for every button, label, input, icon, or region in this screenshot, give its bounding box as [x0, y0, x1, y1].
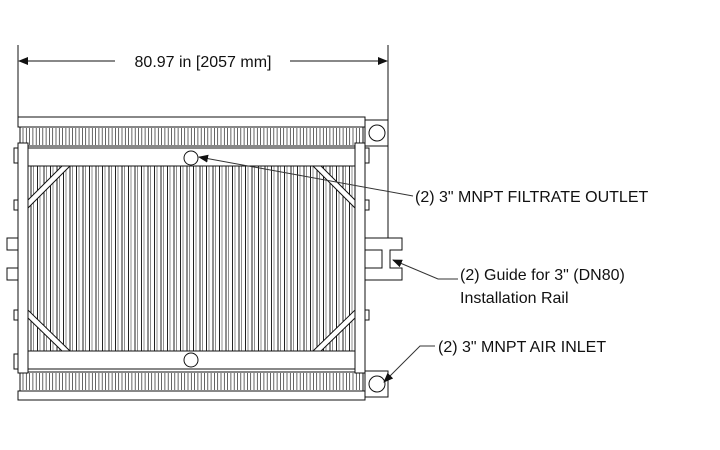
filtrate-leader	[198, 154, 414, 197]
guide-label-line1: (2) Guide for 3" (DN80)	[460, 267, 625, 284]
rail-guide-slot	[364, 249, 383, 269]
left-tab	[13, 309, 19, 321]
dimension-label: 80.97 in [2057 mm]	[135, 54, 272, 71]
port-circle-top-right	[368, 124, 386, 142]
air-inlet-leader	[383, 345, 435, 383]
air-inlet-port	[368, 375, 386, 393]
filtrate-outlet-label: (2) 3" MNPT FILTRATE OUTLET	[415, 189, 648, 206]
left-tab	[13, 199, 19, 211]
left-tab	[13, 353, 19, 370]
filtrate-outlet-port-top	[183, 150, 199, 166]
left-post	[17, 142, 29, 374]
guide-leader	[392, 259, 458, 280]
top-plate	[17, 116, 366, 128]
left-tab	[13, 147, 19, 164]
left-tab	[6, 267, 19, 281]
left-tab	[6, 237, 19, 251]
membrane-area	[27, 165, 356, 352]
filtrate-outlet-port-bottom	[183, 352, 199, 368]
right-tab	[364, 309, 370, 321]
right-tab	[364, 199, 370, 211]
air-inlet-label: (2) 3" MNPT AIR INLET	[438, 339, 606, 356]
filter-unit	[6, 116, 403, 401]
membrane-slats	[30, 166, 353, 351]
bottom-fins	[22, 373, 360, 390]
rail-guide	[364, 237, 403, 281]
right-tab	[364, 147, 370, 164]
bottom-plate	[17, 390, 366, 401]
guide-label-line2: Installation Rail	[460, 290, 569, 307]
width-dimension	[17, 45, 389, 240]
top-fins	[22, 128, 360, 145]
right-post	[354, 142, 366, 374]
